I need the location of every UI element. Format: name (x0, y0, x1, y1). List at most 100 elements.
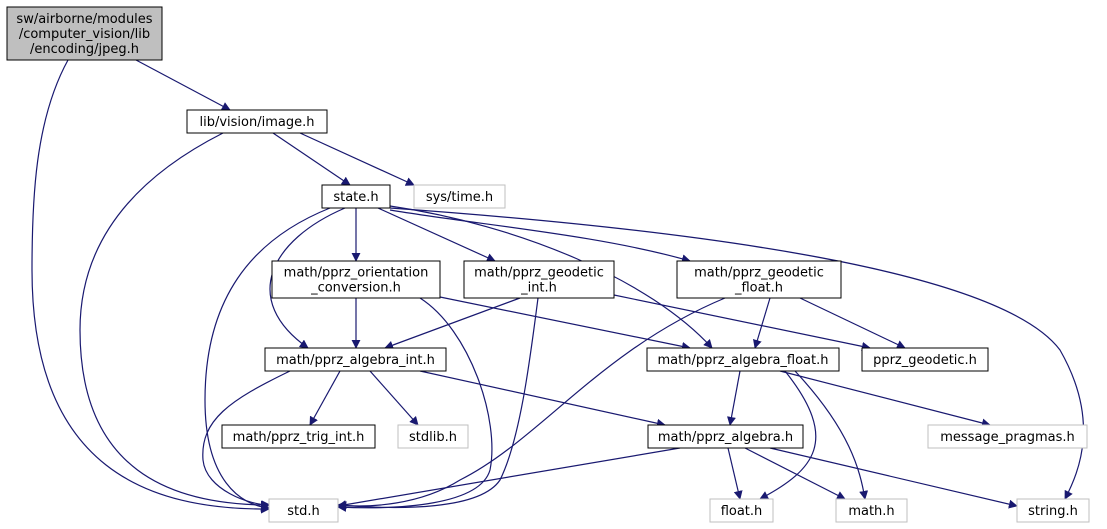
edge-line (439, 296, 691, 351)
edge-line (753, 297, 771, 349)
edge-line (309, 370, 341, 426)
node-label: pprz_geodetic.h (873, 353, 977, 368)
edges-layer (31, 59, 1085, 514)
edge-line (337, 297, 493, 512)
node-box (647, 424, 804, 449)
edge-algint-to-std (202, 370, 291, 510)
node-box (835, 498, 908, 523)
edge-geofloat-to-std (337, 297, 726, 511)
edge-line (613, 294, 871, 351)
node-label: state.h (333, 190, 378, 205)
nodes-layer: sw/airborne/modules/computer_vision/lib/… (6, 6, 1090, 523)
node-trig[interactable]: math/pprz_trig_int.h (221, 424, 376, 449)
edge-alg-to-float (727, 447, 743, 500)
node-label: stdlib.h (409, 430, 457, 445)
edge-orient-to-std (337, 297, 493, 512)
edge-geofloat-to-geodetic (799, 297, 906, 349)
node-image[interactable]: lib/vision/image.h (186, 109, 328, 134)
edge-line (389, 205, 713, 349)
node-float: float.h (709, 498, 774, 523)
edge-line (377, 207, 496, 262)
edge-line (384, 297, 521, 350)
node-label: _float.h (734, 281, 783, 296)
node-label: sys/time.h (426, 190, 493, 205)
edge-line (744, 447, 846, 500)
edge-geofloat-to-algfloat (753, 297, 771, 349)
node-label: math.h (848, 504, 894, 519)
node-systime: sys/time.h (413, 184, 506, 209)
edge-line (794, 370, 869, 500)
edge-jpeg-to-std (31, 59, 270, 514)
node-box (927, 424, 1088, 449)
edge-line (759, 370, 817, 500)
node-box (6, 6, 163, 61)
node-algfloat[interactable]: math/pprz_algebra_float.h (646, 347, 840, 372)
edge-image-to-systime (299, 132, 415, 186)
node-label: /computer_vision/lib (19, 27, 150, 42)
node-box (186, 109, 328, 134)
node-box (321, 184, 391, 209)
edge-geoint-to-algint (384, 297, 521, 350)
node-label: math/pprz_algebra_int.h (276, 353, 435, 368)
edge-jpeg-to-image (135, 59, 231, 111)
node-msgprag: message_pragmas.h (927, 424, 1088, 449)
node-label: math/pprz_algebra_float.h (658, 353, 829, 368)
edge-line (389, 209, 691, 264)
node-label: _int.h (520, 281, 557, 296)
node-label: lib/vision/image.h (200, 115, 315, 130)
edge-state-to-geoint (377, 207, 496, 262)
node-geodetic[interactable]: pprz_geodetic.h (861, 347, 989, 372)
edge-state-to-algfloat (389, 205, 713, 349)
node-label: _conversion.h (310, 281, 401, 296)
edge-algfloat-to-float (759, 370, 817, 500)
node-label: std.h (287, 504, 320, 519)
node-box (413, 184, 506, 209)
edge-algint-to-alg (419, 370, 666, 428)
edge-line (31, 59, 270, 514)
edge-line (337, 297, 539, 511)
node-box (271, 260, 441, 299)
edge-line (727, 370, 741, 426)
edge-algfloat-to-math (794, 370, 869, 500)
edge-line (202, 370, 291, 510)
node-box (861, 347, 989, 372)
node-math: math.h (835, 498, 908, 523)
edge-algfloat-to-msgprag (779, 370, 991, 428)
edge-orient-to-algfloat (439, 296, 691, 351)
edge-line (204, 207, 331, 512)
edge-state-to-geofloat (389, 209, 691, 264)
edge-line (799, 297, 906, 349)
node-alg[interactable]: math/pprz_algebra.h (647, 424, 804, 449)
node-std: std.h (268, 498, 339, 523)
node-label: sw/airborne/modules (16, 12, 152, 27)
node-box (264, 347, 447, 372)
node-algint[interactable]: math/pprz_algebra_int.h (264, 347, 447, 372)
edge-image-to-std (79, 132, 271, 510)
node-box (646, 347, 840, 372)
edge-line (769, 447, 1018, 509)
edge-line (727, 447, 743, 500)
edge-line (419, 370, 666, 428)
edge-line (369, 370, 419, 426)
node-geofloat[interactable]: math/pprz_geodetic_float.h (676, 260, 842, 299)
node-jpeg: sw/airborne/modules/computer_vision/lib/… (6, 6, 163, 61)
node-state[interactable]: state.h (321, 184, 391, 209)
node-box (397, 424, 469, 449)
node-box (676, 260, 842, 299)
node-orient[interactable]: math/pprz_orientation_conversion.h (271, 260, 441, 299)
node-box (221, 424, 376, 449)
node-geoint[interactable]: math/pprz_geodetic_int.h (463, 260, 615, 299)
edge-algint-to-trig (309, 370, 341, 426)
node-label: message_pragmas.h (940, 430, 1075, 445)
node-stdlib: stdlib.h (397, 424, 469, 449)
edge-alg-to-string (769, 447, 1018, 509)
node-box (463, 260, 615, 299)
edge-line (779, 370, 991, 428)
edge-alg-to-math (744, 447, 846, 500)
node-label: float.h (721, 504, 763, 519)
edge-algfloat-to-alg (727, 370, 741, 426)
node-label: string.h (1028, 504, 1078, 519)
edge-geoint-to-geodetic (613, 294, 871, 351)
node-label: math/pprz_geodetic (694, 266, 824, 281)
node-label: math/pprz_orientation (284, 266, 429, 281)
